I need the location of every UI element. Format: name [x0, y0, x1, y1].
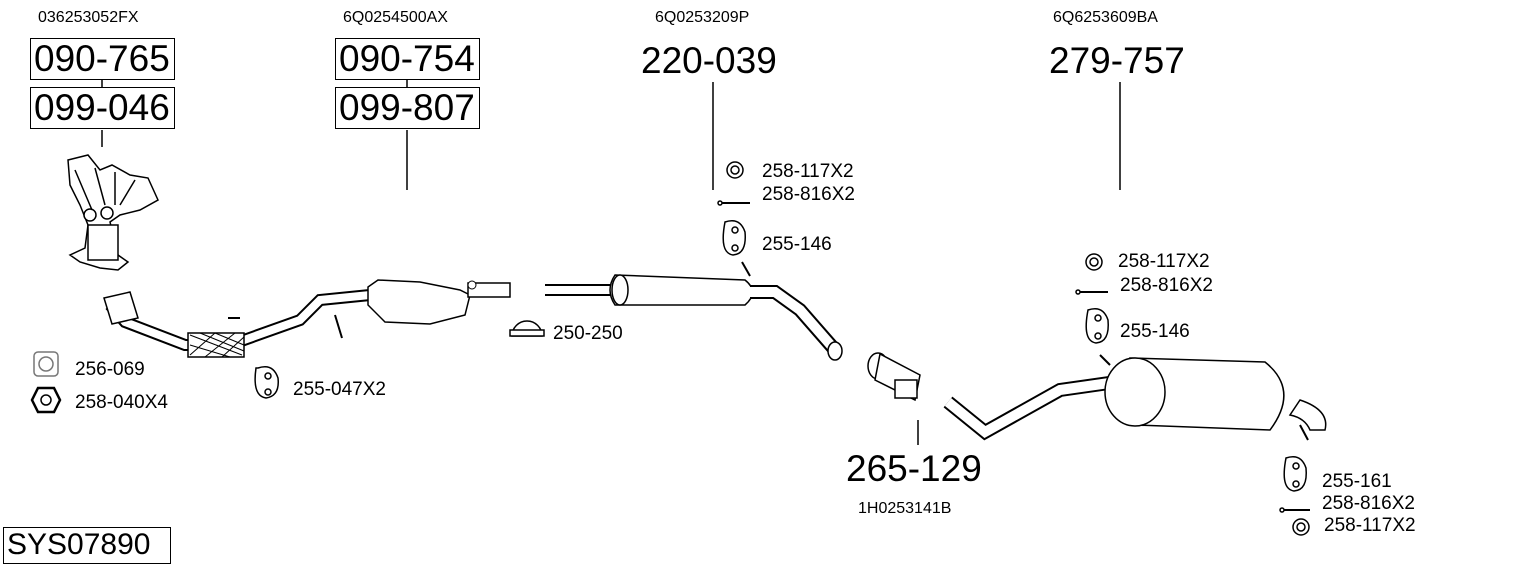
manifold-catalyst-part [67, 154, 159, 271]
accessory-label[interactable]: 258-117X2 [1324, 515, 1416, 536]
accessory-label[interactable]: 258-816X2 [1120, 275, 1213, 296]
oe-number: 6Q0254500AX [343, 9, 448, 26]
accessory-label[interactable]: 255-146 [1120, 321, 1190, 342]
middle-silencer-part [545, 261, 843, 361]
rubber-hanger-icon [722, 220, 746, 256]
accessory-label[interactable]: 256-069 [75, 359, 145, 380]
part-number-box[interactable]: 090-754 [335, 38, 480, 80]
oe-number: 1H0253141B [858, 500, 952, 517]
bolt-icon [717, 200, 750, 206]
rubber-hanger-icon [1283, 456, 1307, 492]
accessory-label[interactable]: 255-146 [762, 234, 832, 255]
part-number-box[interactable]: 090-765 [30, 38, 175, 80]
accessory-label[interactable]: 258-117X2 [762, 161, 854, 182]
accessory-label[interactable]: 250-250 [553, 323, 623, 344]
gasket-icon [33, 351, 59, 377]
connector-part [867, 352, 921, 402]
accessory-label[interactable]: 258-816X2 [762, 184, 855, 205]
ring-icon [726, 161, 744, 179]
accessory-label[interactable]: 255-047X2 [293, 379, 386, 400]
accessory-label[interactable]: 258-040X4 [75, 392, 168, 413]
ring-icon [1292, 518, 1310, 536]
accessory-label[interactable]: 258-816X2 [1322, 493, 1415, 514]
part-number[interactable]: 220-039 [641, 40, 777, 81]
system-id: SYS07890 [3, 527, 171, 564]
accessory-label[interactable]: 255-161 [1322, 471, 1392, 492]
part-number[interactable]: 265-129 [846, 448, 982, 489]
clamp-icon [509, 320, 545, 337]
bolt-icon [1279, 507, 1310, 513]
oe-number: 6Q6253609BA [1053, 9, 1158, 26]
ring-icon [1085, 253, 1103, 271]
front-pipe-part [103, 279, 511, 358]
accessory-label[interactable]: 258-117X2 [1118, 251, 1210, 272]
oe-number: 6Q0253209P [655, 9, 750, 26]
part-number-box[interactable]: 099-807 [335, 87, 480, 129]
oe-number: 036253052FX [38, 9, 139, 26]
rubber-hanger-icon [254, 366, 279, 399]
bolt-icon [1075, 289, 1108, 295]
part-number[interactable]: 279-757 [1049, 40, 1185, 81]
part-number-box[interactable]: 099-046 [30, 87, 175, 129]
rear-silencer-part [943, 354, 1327, 441]
rubber-hanger-icon [1085, 308, 1109, 344]
nut-icon [30, 386, 62, 414]
